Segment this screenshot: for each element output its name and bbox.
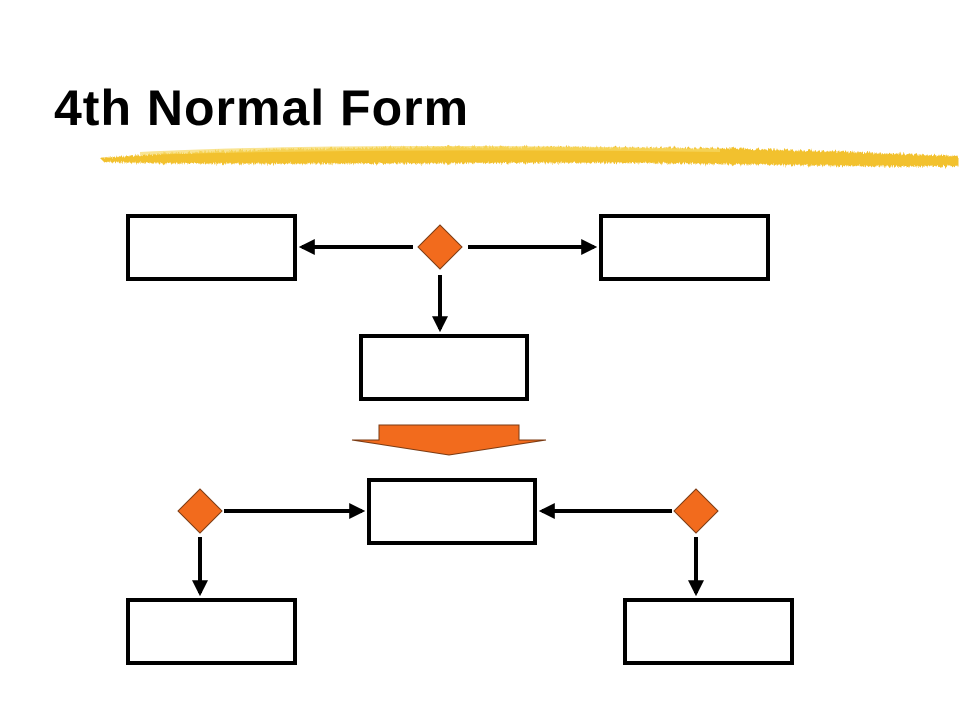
- relationship-diamond-right: [673, 488, 719, 534]
- down-arrow-icon: [351, 424, 547, 456]
- entity-box-right: [599, 214, 770, 281]
- entity-box-center: [367, 478, 537, 545]
- before-section: [126, 214, 770, 401]
- entity-box-left: [126, 214, 297, 281]
- entity-box-bottom-right: [623, 598, 794, 665]
- entity-box-bottom-left: [126, 598, 297, 665]
- after-section: [126, 478, 794, 665]
- entity-box-bottom: [359, 334, 529, 401]
- slide-title: 4th Normal Form: [54, 80, 470, 136]
- relationship-diamond: [417, 224, 463, 270]
- title-underline: [100, 145, 958, 167]
- relationship-diamond-left: [177, 488, 223, 534]
